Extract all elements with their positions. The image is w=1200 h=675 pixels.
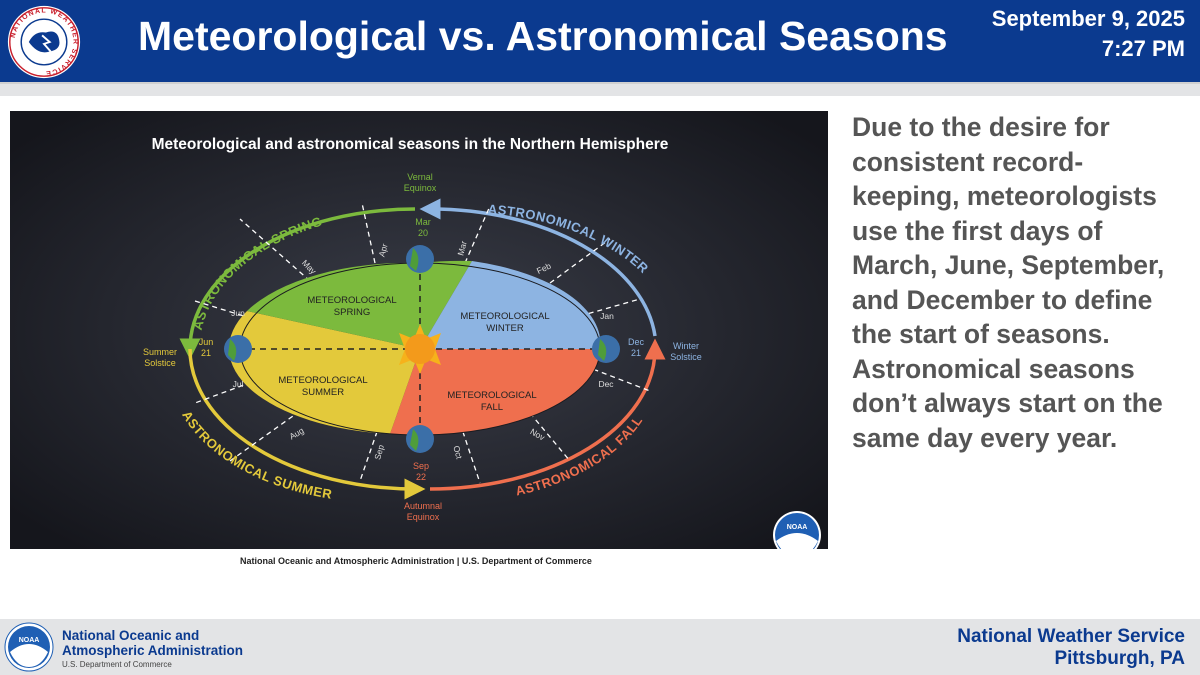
infographic-caption: National Oceanic and Atmospheric Adminis… (240, 556, 592, 566)
summer-date-1: Jun (199, 337, 214, 347)
met-summer-label-1: METEOROLOGICAL (278, 375, 367, 386)
month-sep: Sep (372, 443, 386, 460)
month-jan: Jan (600, 311, 614, 321)
winter-date-2: 21 (631, 348, 641, 358)
month-jul: Jul (233, 379, 244, 389)
met-spring-wedge (247, 262, 420, 349)
header-divider (0, 84, 1200, 96)
met-winter-label-2: WINTER (486, 323, 524, 334)
astro-fall-arc (429, 338, 666, 491)
noaa-badge-icon: NOAA (773, 511, 821, 549)
month-oct: Oct (451, 445, 464, 461)
noaa-name-line1: National Oceanic and (62, 628, 200, 643)
month-dec: Dec (598, 379, 614, 389)
vernal-date-1: Mar (415, 217, 431, 227)
met-fall-wedge (390, 349, 601, 436)
infographic-title: Meteorological and astronomical seasons … (152, 136, 669, 153)
autumnal-label-2: Equinox (407, 512, 440, 522)
met-fall-label-2: FALL (481, 402, 503, 413)
met-fall-label-1: METEOROLOGICAL (447, 390, 536, 401)
description-text: Due to the desire for consistent record-… (852, 112, 1165, 453)
noaa-badge-text: NOAA (787, 524, 808, 531)
month-spokes (194, 202, 651, 484)
met-winter-wedge (420, 261, 601, 349)
winter-solstice-label-2: Solstice (670, 352, 702, 362)
summer-solstice-label-2: Solstice (144, 358, 176, 368)
office-name: National Weather Service Pittsburgh, PA (957, 626, 1185, 670)
earth-icon-june (224, 335, 252, 363)
earth-icon-september (406, 425, 434, 453)
nws-logo: NATIONAL WEATHER SERVICE (7, 5, 81, 79)
noaa-logo-text: NOAA (19, 637, 40, 644)
date-text: September 9, 2025 (991, 6, 1185, 31)
astro-spring-arc (179, 207, 416, 360)
astro-summer-arc (188, 348, 426, 500)
noaa-dept: U.S. Department of Commerce (62, 660, 172, 669)
office-line2: Pittsburgh, PA (1054, 648, 1185, 669)
month-mar: Mar (455, 240, 468, 257)
met-winter-label-1: METEOROLOGICAL (460, 311, 549, 322)
spring-wedge-top (420, 260, 472, 349)
earth-icon-december (592, 335, 620, 363)
met-summer-label-2: SUMMER (302, 387, 344, 398)
noaa-logo-icon: NOAA (4, 622, 54, 672)
met-summer-wedge (229, 311, 420, 434)
page-title: Meteorological vs. Astronomical Seasons (138, 13, 948, 59)
astro-winter-arc (419, 198, 657, 337)
noaa-name-line2: Atmospheric Administration (62, 643, 244, 658)
autumnal-date-1: Sep (413, 461, 429, 471)
summer-date-2: 21 (201, 348, 211, 358)
earth-icon-march (406, 245, 434, 273)
vernal-label-1: Vernal (407, 172, 433, 182)
winter-solstice-label-1: Winter (673, 341, 699, 351)
winter-date-1: Dec (628, 337, 645, 347)
autumnal-label-1: Autumnal (404, 501, 442, 511)
noaa-name: National Oceanic and Atmospheric Adminis… (62, 628, 243, 658)
vernal-date-2: 20 (418, 228, 428, 238)
footer-bar: NOAA National Oceanic and Atmospheric Ad… (0, 619, 1200, 675)
month-apr: Apr (377, 242, 390, 258)
time-text: 7:27 PM (1101, 36, 1185, 61)
month-jun: Jun (231, 308, 245, 318)
sun-icon (399, 324, 441, 374)
autumnal-date-2: 22 (416, 472, 426, 482)
summer-solstice-label-1: Summer (143, 347, 177, 357)
met-spring-label-2: SPRING (334, 307, 370, 318)
seasons-infographic: Meteorological and astronomical seasons … (10, 111, 828, 549)
datetime: September 9, 2025 7:27 PM (992, 4, 1185, 64)
met-spring-label-1: METEOROLOGICAL (307, 295, 396, 306)
office-line1: National Weather Service (957, 626, 1185, 647)
vernal-label-2: Equinox (404, 183, 437, 193)
header-bar: NATIONAL WEATHER SERVICE Meteorological … (0, 0, 1200, 84)
